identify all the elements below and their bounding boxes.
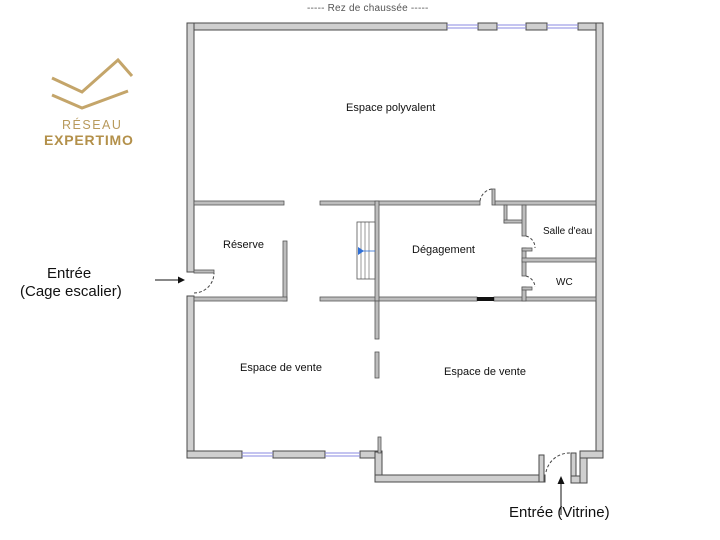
door-swings xyxy=(193,188,571,473)
outer-walls xyxy=(186,22,604,484)
room-label-reserve: Réserve xyxy=(223,239,264,251)
room-label-espace-vente-right: Espace de vente xyxy=(444,366,526,378)
room-label-espace-vente-left: Espace de vente xyxy=(240,362,322,374)
entry-label-vitrine: Entrée (Vitrine) xyxy=(509,504,610,521)
staircase-icon xyxy=(356,221,376,280)
interior-walls xyxy=(193,188,597,379)
arrow-up-icon xyxy=(557,476,565,484)
logo-text-expertimo: EXPERTIMO xyxy=(44,132,134,148)
room-label-espace-polyvalent: Espace polyvalent xyxy=(346,102,436,114)
logo-text-reseau: RÉSEAU xyxy=(62,118,123,132)
arrow-right-icon xyxy=(178,276,185,284)
entry-label-staircase-line2: (Cage escalier) xyxy=(20,283,122,300)
logo-chevron-icon xyxy=(51,57,134,110)
entry-arrows xyxy=(155,276,565,515)
room-label-salle-deau: Salle d'eau xyxy=(543,226,593,237)
room-label-wc: WC xyxy=(556,277,573,288)
windows xyxy=(242,24,578,457)
entry-label-staircase-line1: Entrée xyxy=(47,265,92,282)
room-label-degagement: Dégagement xyxy=(412,244,475,256)
page-title: ----- Rez de chaussée ----- xyxy=(307,3,429,14)
